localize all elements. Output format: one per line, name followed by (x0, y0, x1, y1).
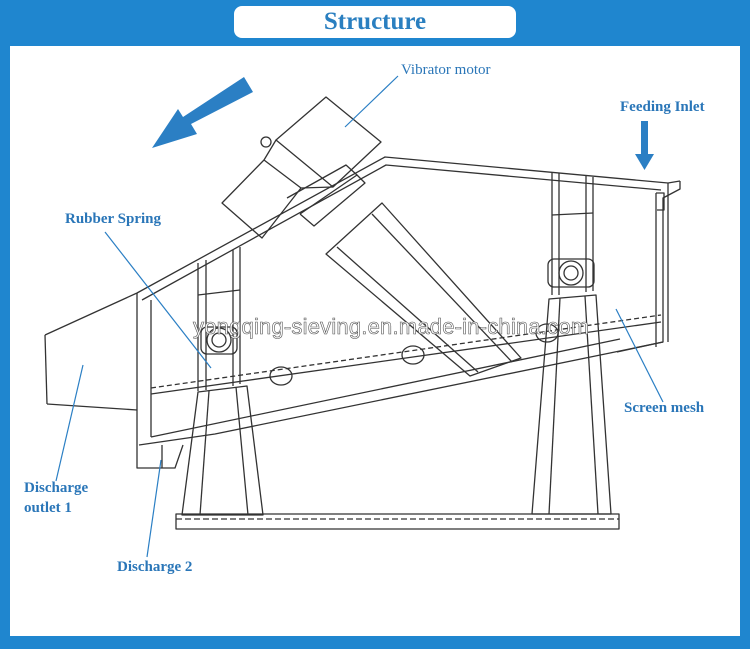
leader-discharge-outlet-1 (55, 364, 84, 482)
label-feeding-inlet: Feeding Inlet (620, 99, 705, 115)
screen-mesh-line (150, 314, 662, 389)
leader-discharge-2 (146, 459, 162, 558)
label-screen-mesh: Screen mesh (624, 400, 705, 416)
vibrator-motor-tube (325, 202, 522, 377)
label-rubber-spring: Rubber Spring (65, 211, 162, 227)
screen-box (44, 156, 681, 469)
leader-vibrator-motor (344, 75, 399, 128)
left-support-frame (197, 247, 241, 391)
feeding-arrow-icon (635, 121, 654, 170)
watermark: yongqing-sieving.en.made-in-china.com (193, 314, 590, 340)
label-discharge-outlet-1-line2: outlet 1 (24, 500, 72, 516)
label-discharge-2: Discharge 2 (117, 559, 193, 575)
label-vibrator-motor: Vibrator motor (401, 62, 491, 78)
inspection-port-1 (269, 366, 293, 386)
leader-screen-mesh (615, 308, 664, 403)
rubber-spring-left (200, 326, 238, 355)
title-banner: Structure (234, 6, 516, 38)
leader-rubber-spring (104, 231, 212, 369)
vibrator-motor (221, 96, 382, 239)
flow-direction-arrow-icon (152, 77, 253, 148)
rubber-spring-right (547, 258, 595, 288)
label-discharge-outlet-1-line1: Discharge (24, 480, 89, 496)
right-support-frame (551, 173, 594, 295)
page-title: Structure (323, 8, 427, 35)
base-beam (175, 513, 620, 530)
inspection-port-2 (401, 345, 425, 365)
left-pedestal (181, 385, 264, 516)
diagram-panel (10, 46, 740, 636)
